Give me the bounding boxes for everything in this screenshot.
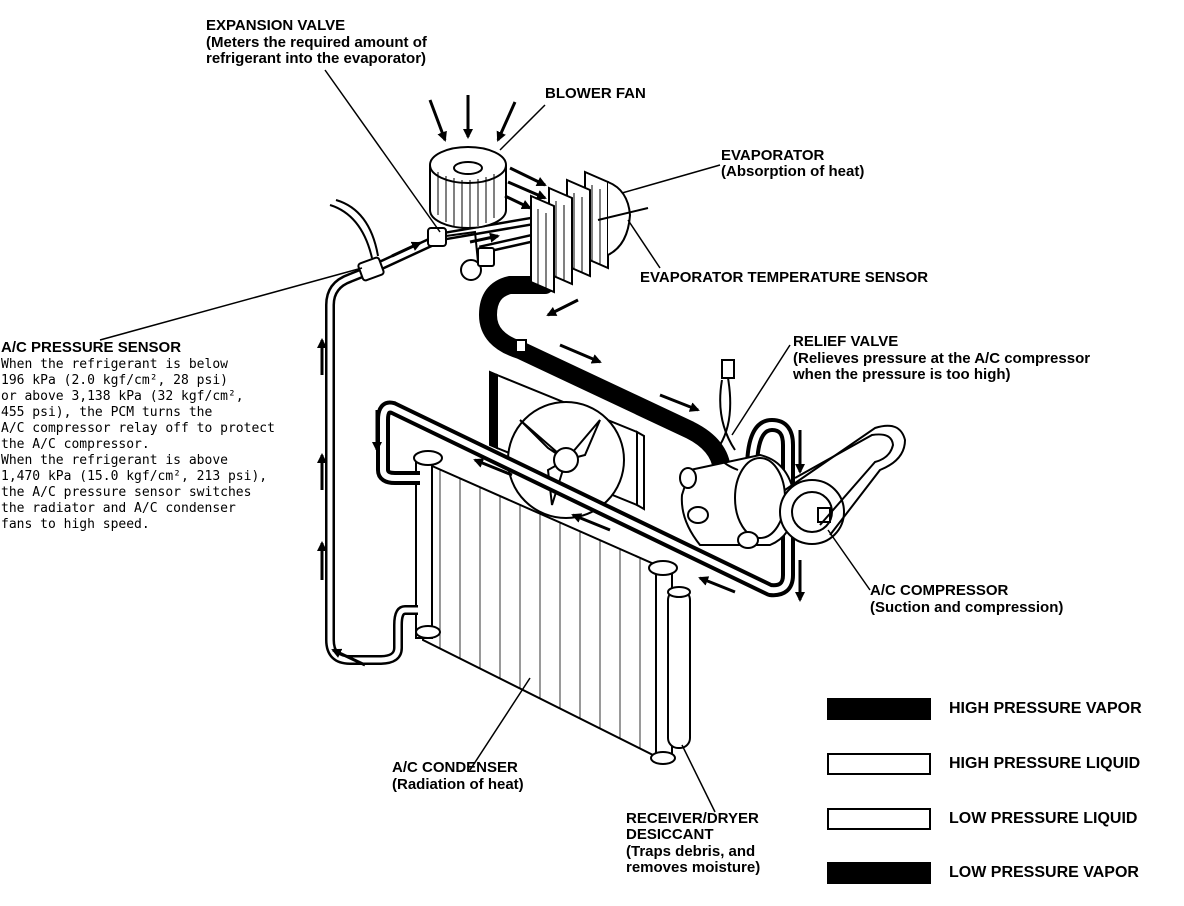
receiver-dryer-desc: (Traps debris, and removes moisture): [626, 843, 761, 876]
relief-valve-desc: (Relieves pressure at the A/C compressor…: [793, 350, 1091, 383]
legend-label-high-pressure-liquid: HIGH PRESSURE LIQUID: [949, 755, 1141, 772]
ac-pressure-sensor-desc: When the refrigerant is below 196 kPa (2…: [1, 357, 275, 532]
evaporator-desc: (Absorption of heat): [721, 163, 865, 180]
blower-fan: [429, 146, 507, 229]
high-pressure-vapor-line: [376, 400, 795, 598]
legend-label-low-pressure-liquid: LOW PRESSURE LIQUID: [949, 810, 1138, 827]
flow-arrows: [317, 95, 805, 667]
legend-swatch-high-pressure-vapor: [827, 698, 931, 720]
ac-compressor-desc: (Suction and compression): [870, 599, 1064, 616]
ac-condenser: [413, 450, 678, 765]
ac-pressure-sensor: [329, 199, 385, 282]
evaporator-sensor-label: EVAPORATOR TEMPERATURE SENSOR: [640, 269, 929, 286]
ac-condenser-title: A/C CONDENSER: [392, 759, 518, 776]
legend-swatch-low-pressure-vapor: [827, 862, 931, 884]
legend-label-low-pressure-vapor: LOW PRESSURE VAPOR: [949, 864, 1139, 881]
evaporator-title: EVAPORATOR: [721, 147, 825, 164]
receiver-dryer: [667, 586, 691, 749]
radiator-fan: [489, 370, 645, 519]
ac-compressor: [679, 359, 907, 549]
legend-swatch-low-pressure-liquid: [827, 808, 931, 830]
leader-lines: [99, 69, 871, 813]
low-pressure-vapor-line: [478, 276, 731, 479]
high-pressure-liquid-line: [325, 233, 443, 665]
ac-pressure-sensor-title: A/C PRESSURE SENSOR: [1, 339, 182, 356]
receiver-dryer-title: RECEIVER/DRYER DESICCANT: [626, 810, 759, 843]
legend-swatches: [827, 698, 931, 884]
ac-condenser-desc: (Radiation of heat): [392, 776, 524, 793]
relief-valve-title: RELIEF VALVE: [793, 333, 899, 350]
service-port: [515, 339, 527, 353]
evaporator: [530, 170, 649, 294]
blower-fan-label: BLOWER FAN: [545, 85, 646, 102]
expansion-valve-title: EXPANSION VALVE: [206, 17, 346, 34]
legend-swatch-high-pressure-liquid: [827, 753, 931, 775]
expansion-valve-desc: (Meters the required amount of refrigera…: [206, 34, 427, 67]
ac-compressor-title: A/C COMPRESSOR: [870, 582, 1009, 599]
legend-label-high-pressure-vapor: HIGH PRESSURE VAPOR: [949, 700, 1142, 717]
expansion-valve: [427, 227, 495, 281]
